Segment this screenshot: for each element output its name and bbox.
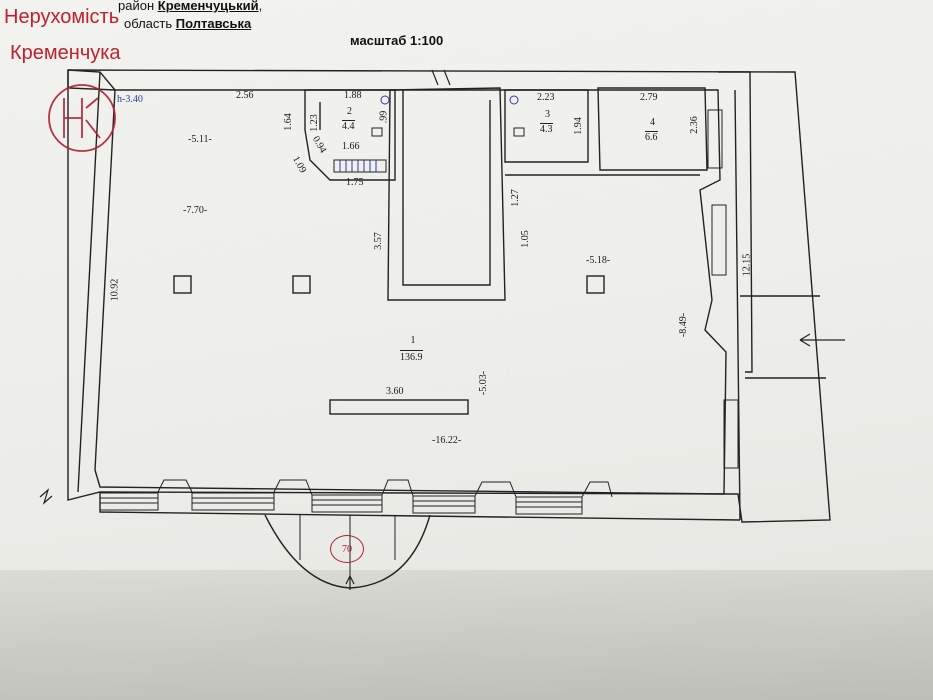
dim-3-57: 3.57	[372, 232, 384, 250]
room-1-number: 1	[410, 335, 416, 346]
counter	[329, 399, 469, 415]
room-3-area: 4.3	[540, 123, 553, 135]
dim-2-23: 2.23	[537, 92, 555, 103]
dim-5-11: -5.11-	[188, 134, 212, 145]
room-4-walls	[597, 87, 708, 171]
column	[586, 275, 605, 294]
dim-1-27: 1.27	[509, 189, 521, 207]
dim-1-23: 1.23	[308, 114, 320, 132]
dim-8-49: -8.49-	[678, 312, 690, 338]
dim-2-79: 2.79	[640, 92, 658, 103]
district-label: район	[118, 0, 155, 13]
dim-2-36: 2.36	[688, 116, 700, 134]
inner-wall	[94, 89, 727, 495]
room-3-number: 3	[545, 109, 550, 120]
page-shadow	[0, 570, 933, 700]
room-2-area: 4.4	[342, 120, 355, 132]
column	[173, 275, 192, 294]
scale-label: масштаб 1:100	[350, 33, 444, 48]
entry-arrow	[799, 333, 845, 347]
watermark-line-2: Кременчука	[10, 42, 121, 64]
region-line: область Полтавська	[124, 16, 251, 31]
watermark-line-1: Нерухомість	[4, 6, 120, 28]
dim-1-94: 1.94	[572, 117, 584, 135]
height-mark: h-3.40	[117, 94, 143, 105]
dim-5-03: -5.03-	[478, 370, 490, 396]
dim-1-88: 1.88	[344, 90, 362, 101]
dim-7-70: -7.70-	[183, 205, 208, 216]
room-1-area: 136.9	[400, 350, 423, 363]
dim-10-92: 10.92	[109, 278, 121, 302]
shaft-walls	[387, 87, 506, 301]
room-4-area: 6.6	[645, 131, 658, 143]
dim-5-18: -5.18-	[586, 255, 611, 266]
dim-1-75: 1.75	[346, 177, 364, 188]
dim-16-22: -16.22-	[432, 435, 462, 446]
district-value: Кременчуцький	[157, 0, 259, 13]
dim-1-64: 1.64	[282, 113, 294, 131]
dim-12-15: 12.15	[741, 253, 753, 277]
room-4-number: 4	[650, 117, 655, 128]
front-arrow	[345, 574, 355, 590]
room-3-walls	[504, 89, 589, 163]
region-value: Полтавська	[175, 16, 252, 31]
region-label: область	[124, 16, 173, 31]
dim-2-56: 2.56	[236, 90, 254, 101]
column	[292, 275, 311, 294]
dim-1-05: 1.05	[519, 230, 531, 248]
dim-1-66: 1.66	[342, 141, 360, 152]
stamp-number: 70	[330, 535, 364, 563]
district-line: район Кременчуцький,	[118, 0, 263, 13]
room-2-number: 2	[347, 106, 352, 117]
dim-0-99: .99	[378, 110, 390, 124]
dim-3-60: 3.60	[386, 386, 404, 397]
